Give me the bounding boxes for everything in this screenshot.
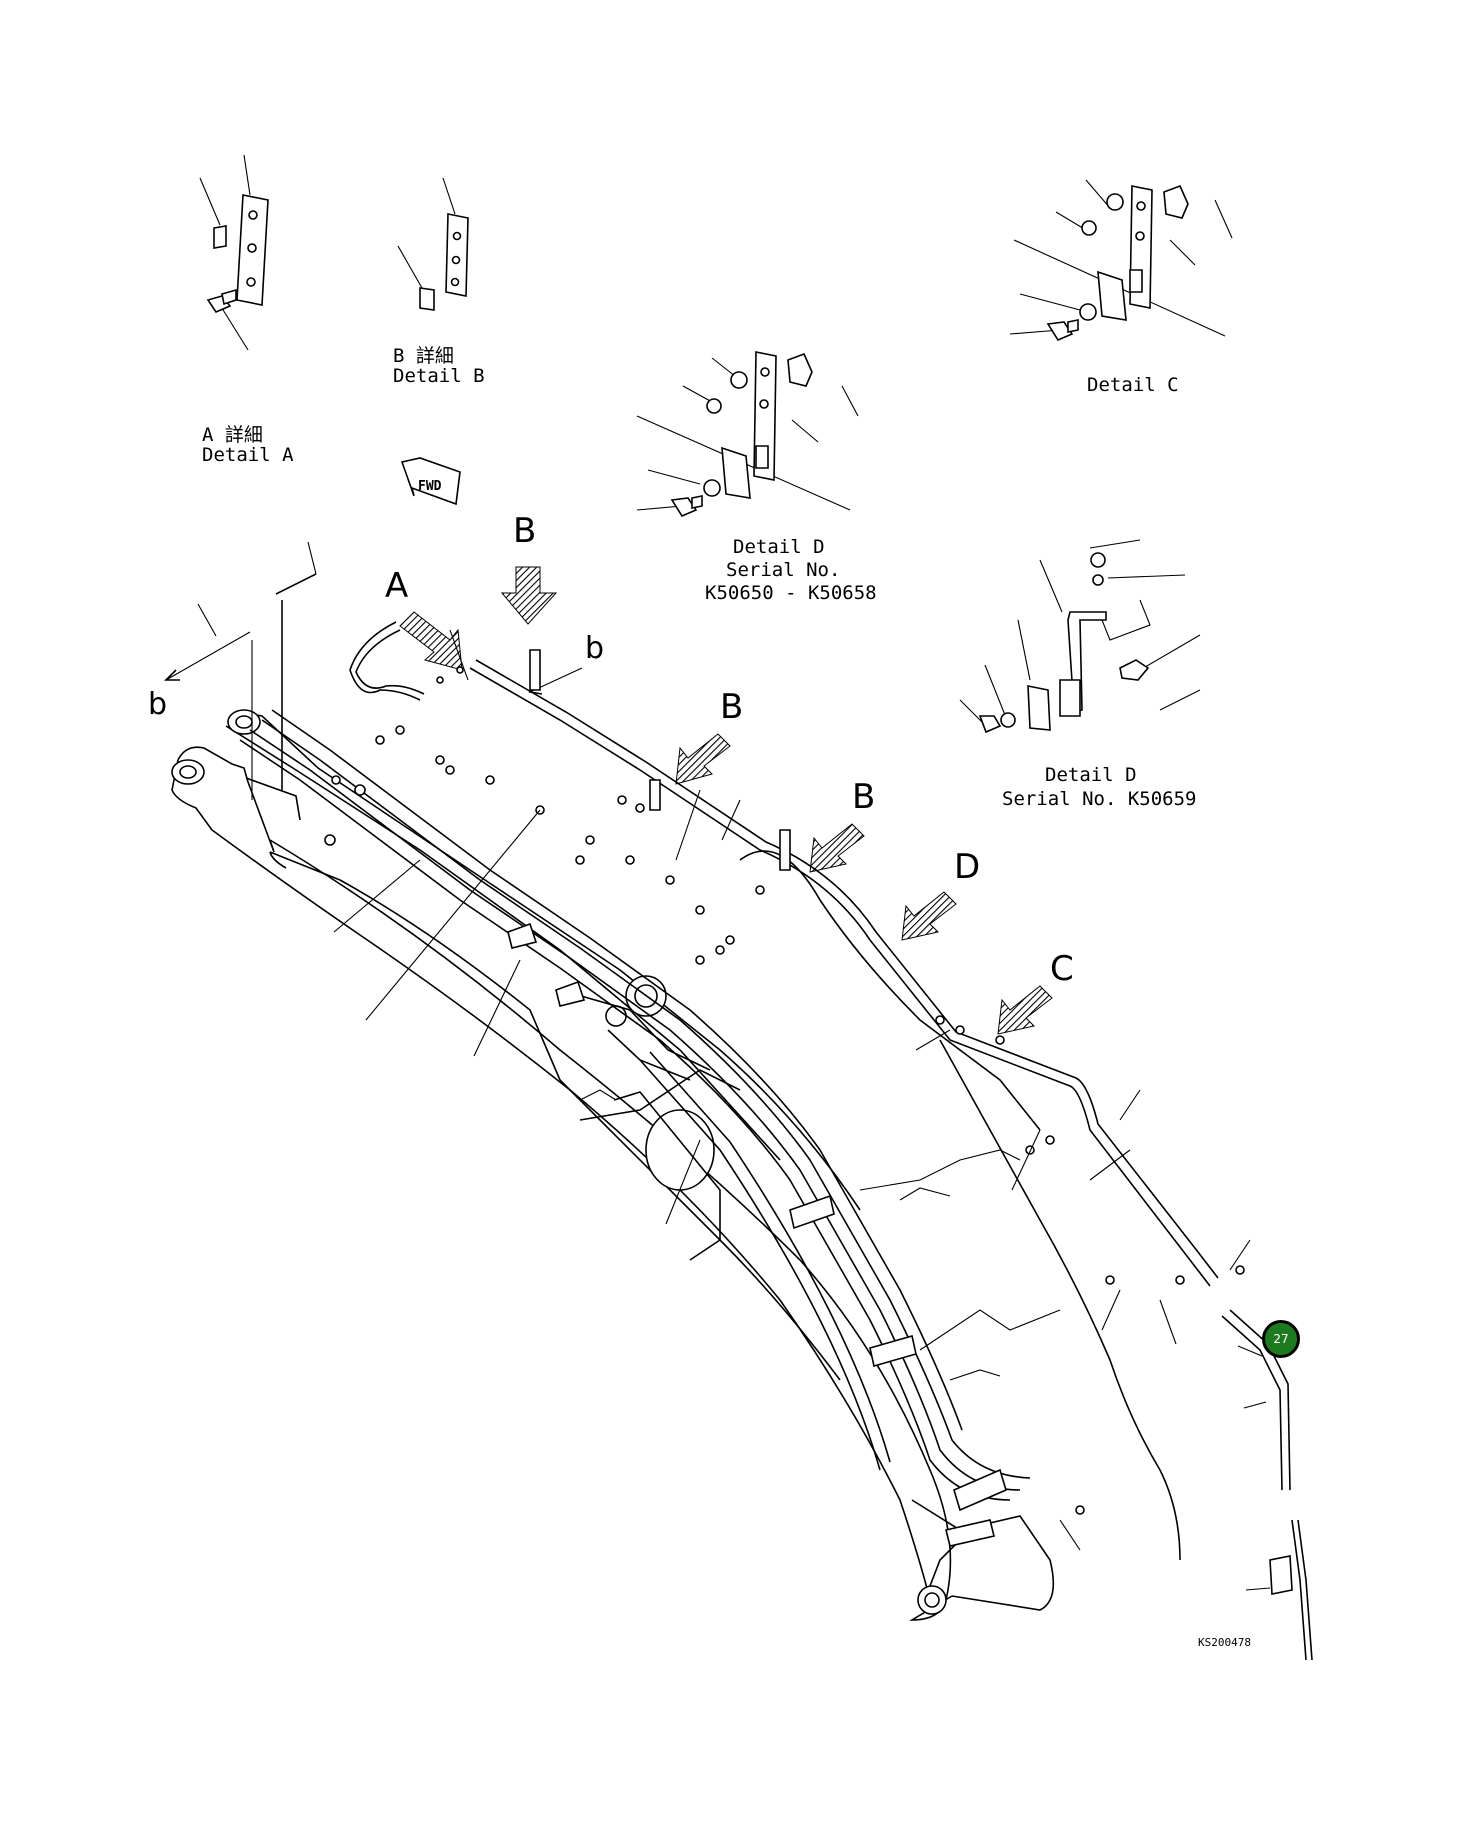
view-marker-b-low: B [809,777,875,873]
detail-c-drawing: Detail C [1009,152,1246,396]
detail-b-label: Detail B [393,365,485,387]
detail-d-serial-1-drawing: Detail D Serial No. K50650 - K50658 [636,319,877,604]
detail-c-label: Detail C [1087,374,1179,396]
leader-lines [197,541,1267,1551]
detail-b-drawing: B 詳細 Detail B [393,177,485,387]
boom-assembly [171,709,1061,1621]
detail-d2-serial: Serial No. K50659 [1002,788,1196,810]
detail-d1-title: Detail D [733,536,825,558]
hydraulic-piping [197,541,1313,1661]
detail-a-drawing: A 詳細 Detail A [199,154,294,466]
view-letter-b-mid: B [720,687,743,727]
detail-a-label: Detail A [202,444,294,466]
detail-a-jp-label: A 詳細 [202,424,263,446]
drawing-reference-code: KS200478 [1198,1636,1251,1649]
view-letter-d: D [954,847,980,887]
view-letter-b-lower: b [585,631,604,666]
view-marker-b-top: B [500,511,558,625]
view-marker-a: A [385,566,463,671]
detail-d2-title: Detail D [1045,764,1137,786]
view-marker-c: C [997,949,1074,1035]
view-marker-b-lower: b [528,631,604,695]
fwd-label: FWD [418,479,442,494]
detail-d1-serial-line2: K50650 - K50658 [705,582,877,604]
view-letter-b-left: b [148,687,167,722]
detail-d-serial-2-drawing: Detail D Serial No. K50659 [959,539,1201,810]
view-marker-b-mid: B [675,687,743,785]
view-marker-d: D [901,847,980,941]
view-marker-b-left: b [148,631,251,722]
fwd-arrow: FWD [400,457,461,506]
callout-27-number: 27 [1273,1332,1289,1346]
view-letter-c: C [1050,949,1074,989]
fasteners [324,666,1245,1515]
view-letter-b-low: B [852,777,875,817]
detail-d1-serial-line1: Serial No. [726,559,840,581]
view-letter-a: A [385,566,408,606]
callout-27-marker[interactable]: 27 [1262,1320,1300,1358]
detail-b-jp-label: B 詳細 [393,345,454,367]
view-letter-b-top: B [513,511,536,551]
